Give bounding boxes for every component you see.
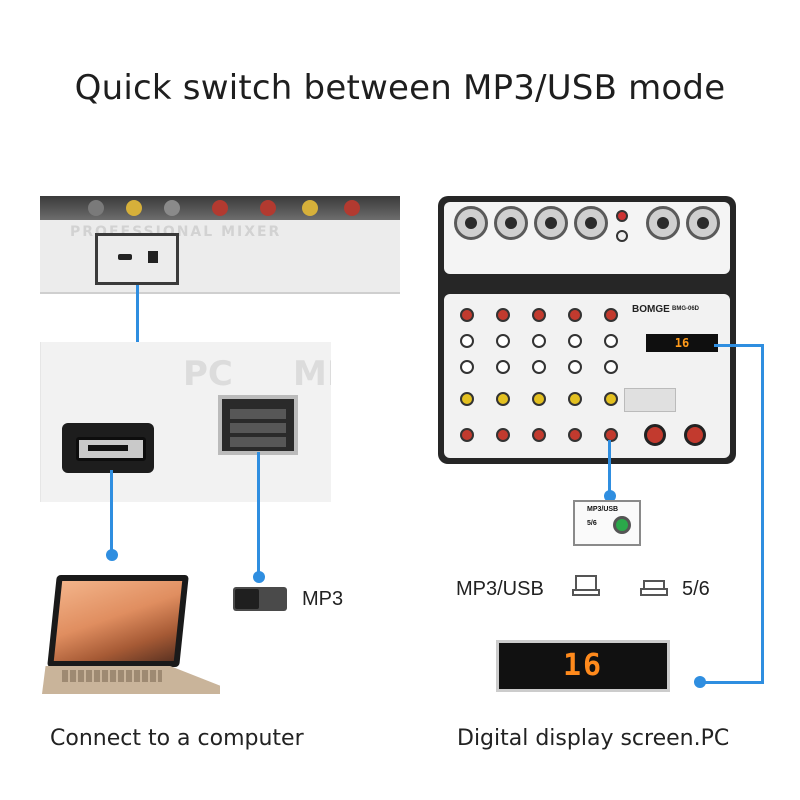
- caption-connect-computer: Connect to a computer: [50, 726, 304, 751]
- rear-knob: [260, 200, 276, 216]
- eq-knob: [568, 360, 582, 374]
- switch-down-icon: [640, 580, 668, 596]
- effect-knob: [532, 392, 546, 406]
- connector-line: [257, 452, 260, 582]
- gain-knob: [604, 308, 618, 322]
- gain-knob: [568, 308, 582, 322]
- rear-knob: [88, 200, 104, 216]
- connector-dot: [694, 676, 706, 688]
- connector-line: [700, 681, 764, 684]
- connector-line: [608, 440, 611, 502]
- level-knob: [496, 428, 510, 442]
- mixer-back-panel-photo: PROFESSIONAL MIXER: [40, 196, 400, 294]
- level-knob: [532, 428, 546, 442]
- switch-ridge: [230, 437, 286, 447]
- switch-ridge: [230, 409, 286, 419]
- connector-line: [761, 344, 764, 684]
- mp3-switch-graphic: [233, 587, 287, 611]
- level-knob: [568, 428, 582, 442]
- effect-knob: [568, 392, 582, 406]
- headline: Quick switch between MP3/USB mode: [74, 68, 726, 108]
- xlr-jack: [534, 206, 568, 240]
- port-highlight-box: [95, 233, 179, 285]
- rear-knob-row: [40, 196, 400, 220]
- digital-display-closeup: 16: [496, 640, 670, 692]
- xlr-out-jack: [686, 206, 720, 240]
- phones-knob: [684, 424, 706, 446]
- mp3-usb-switch-inset: [573, 500, 641, 546]
- xlr-jack: [454, 206, 488, 240]
- mp-emboss-label: MP: [293, 354, 331, 394]
- mode-5-6-label: 5/6: [682, 578, 710, 600]
- green-jack-icon: [613, 516, 631, 534]
- rca-jack: [616, 230, 628, 242]
- switch-up-icon: [572, 575, 600, 596]
- main-out-knob: [644, 424, 666, 446]
- level-knob: [604, 428, 618, 442]
- laptop-wallpaper: [53, 581, 183, 661]
- gain-knob: [496, 308, 510, 322]
- gain-knob: [460, 308, 474, 322]
- rear-knob: [302, 200, 318, 216]
- caption-digital-display: Digital display screen.PC: [457, 726, 730, 751]
- model-label: BMG-06D: [672, 306, 700, 312]
- pc-emboss-label: PC: [183, 354, 233, 394]
- effect-knob: [496, 392, 510, 406]
- eq-knob: [568, 334, 582, 348]
- mp3-switch-knob: [235, 589, 259, 609]
- inset-label-mp3-usb: MP3/USB: [587, 506, 619, 513]
- mode-mp3-usb-label: MP3/USB: [456, 578, 544, 600]
- mixer-led-display: 16: [646, 334, 718, 352]
- mixer-top-photo: BOMGE BMG-06D 16: [438, 196, 736, 464]
- eq-knob: [496, 334, 510, 348]
- gain-knob: [532, 308, 546, 322]
- effect-knob: [604, 392, 618, 406]
- laptop-keys: [62, 670, 162, 682]
- eq-knob: [532, 334, 546, 348]
- rear-knob: [126, 200, 142, 216]
- effect-knob: [460, 392, 474, 406]
- connector-line: [110, 470, 113, 556]
- laptop-screen-image: [47, 575, 189, 667]
- panel-emboss-text: PROFESSIONAL MIXER: [70, 224, 282, 240]
- usb-port-closeup: [62, 423, 154, 473]
- eq-knob: [496, 360, 510, 374]
- switch-ridge: [230, 423, 286, 433]
- eq-knob: [460, 360, 474, 374]
- connector-dot: [604, 490, 616, 502]
- inset-label-5-6: 5/6: [587, 520, 597, 527]
- laptop-keyboard-base: [42, 666, 220, 694]
- rear-knob: [164, 200, 180, 216]
- xlr-jack: [494, 206, 528, 240]
- level-knob: [460, 428, 474, 442]
- eq-knob: [532, 360, 546, 374]
- program-display: [624, 388, 676, 412]
- xlr-out-jack: [646, 206, 680, 240]
- brand-label: BOMGE: [632, 304, 670, 315]
- rear-knob: [212, 200, 228, 216]
- connector-line: [714, 344, 764, 347]
- connector-dot: [106, 549, 118, 561]
- mode-switch-icon: [148, 251, 158, 263]
- connector-line: [136, 285, 139, 350]
- rca-jack: [616, 210, 628, 222]
- rear-knob: [344, 200, 360, 216]
- eq-knob: [460, 334, 474, 348]
- mp3-label: MP3: [302, 588, 344, 610]
- control-face: [444, 294, 730, 458]
- usb-port-icon: [118, 254, 132, 260]
- usb-port-core: [88, 445, 128, 451]
- usb-port-inner: [76, 437, 146, 461]
- eq-knob: [604, 334, 618, 348]
- mode-switch-closeup: [218, 395, 298, 455]
- connector-dot: [253, 571, 265, 583]
- xlr-jack: [574, 206, 608, 240]
- eq-knob: [604, 360, 618, 374]
